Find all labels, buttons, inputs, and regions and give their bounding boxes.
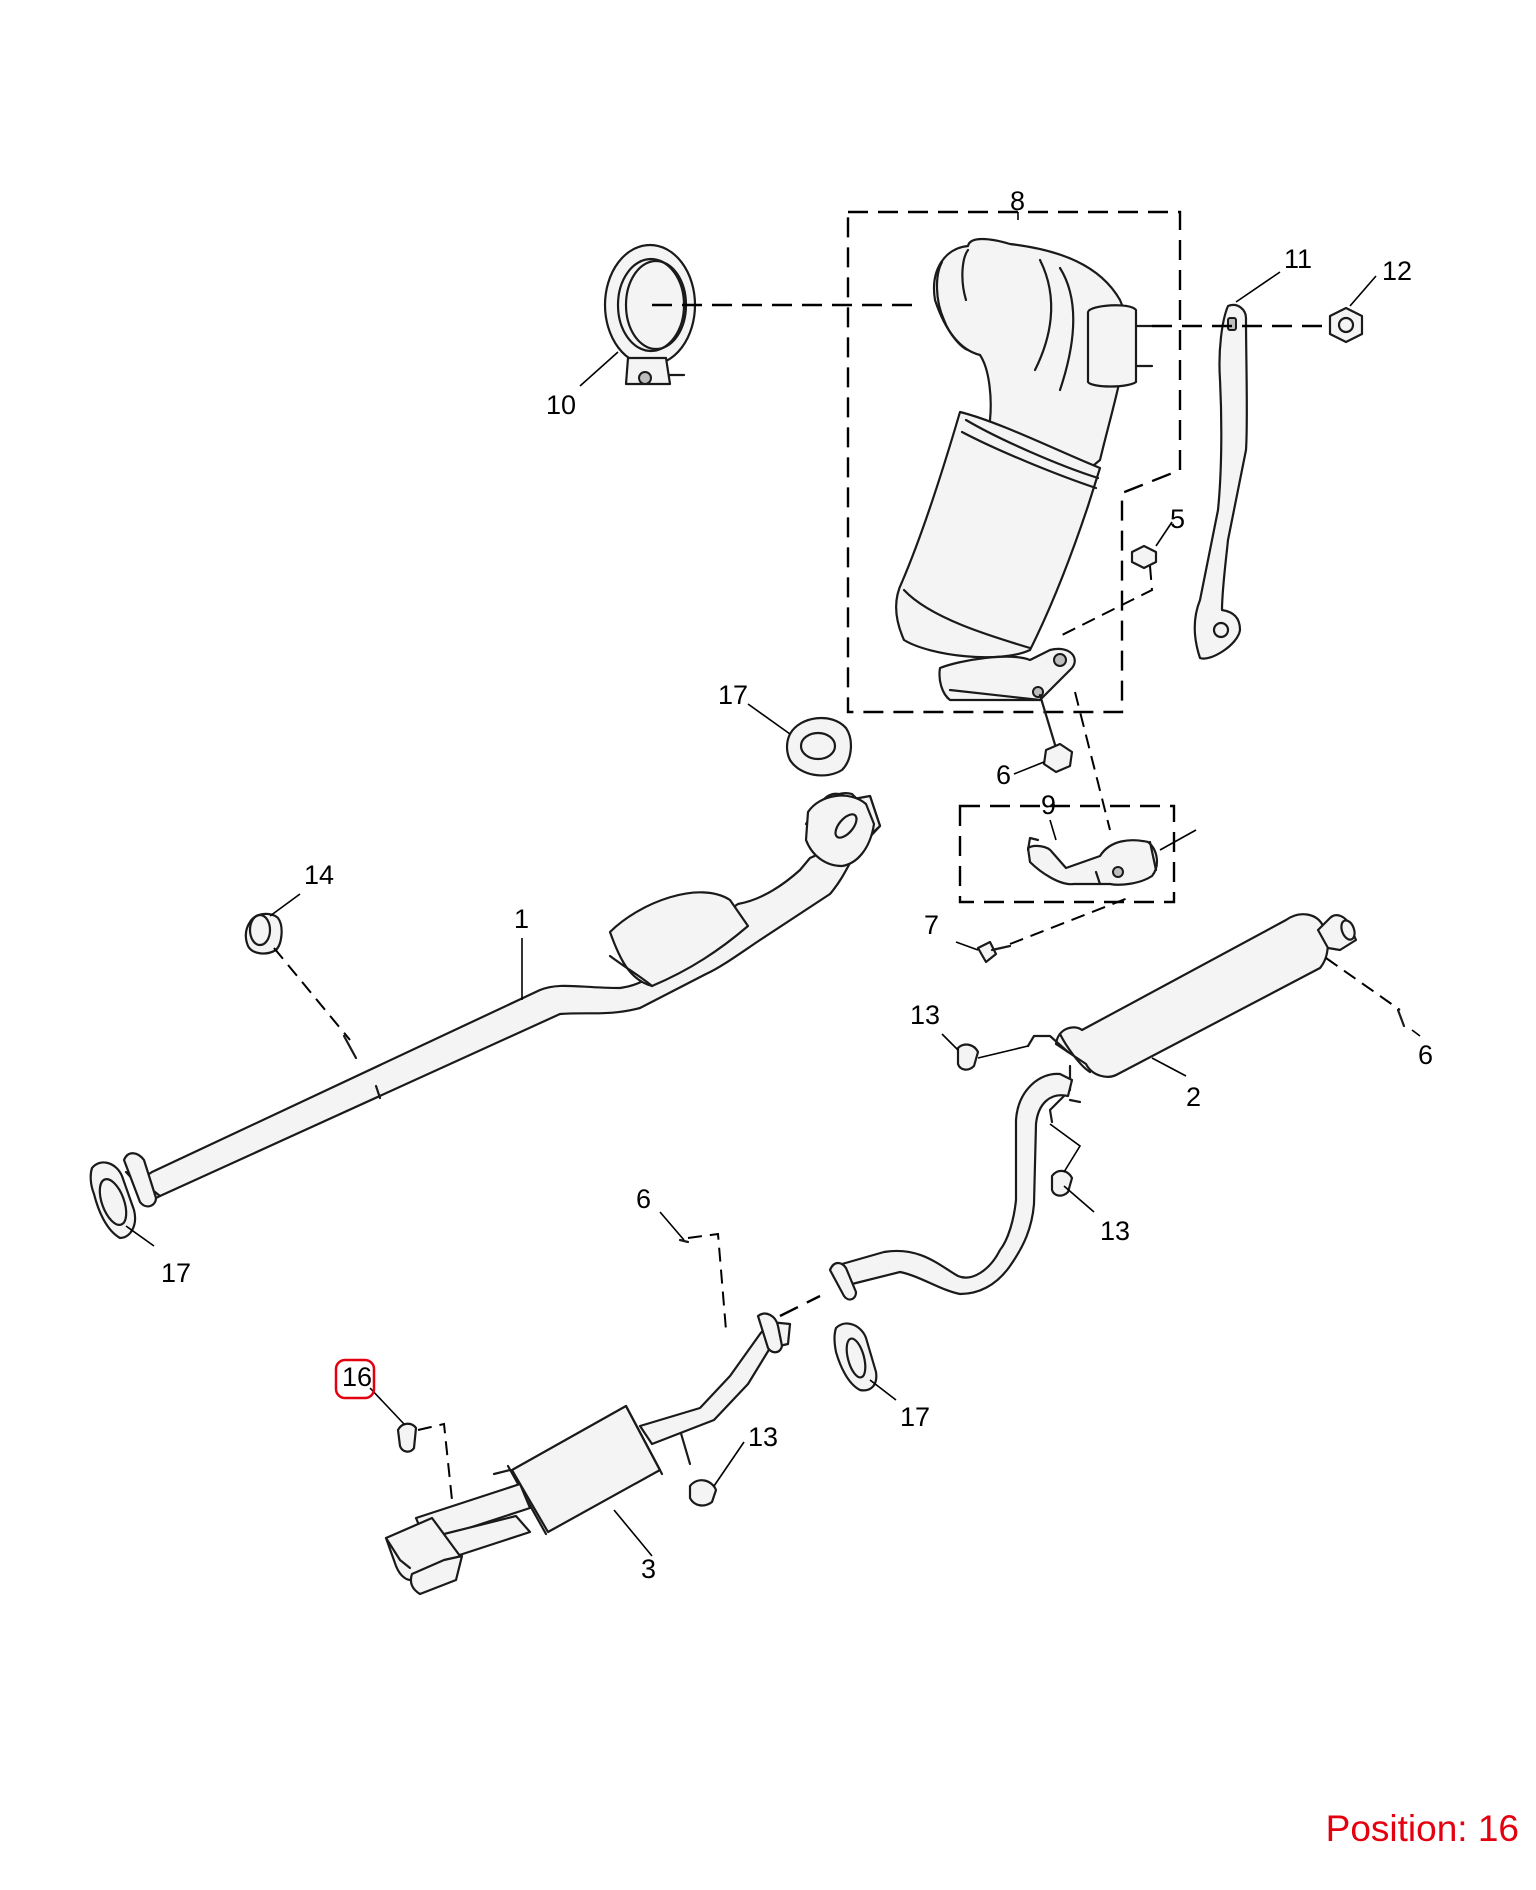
leader-11 [1235,271,1281,303]
dash-6-upper [1074,691,1111,831]
position-label: Position: 16 [1325,1808,1519,1849]
bolt-part-7[interactable] [976,940,1012,964]
hanger-pin-part-16[interactable] [396,1422,418,1453]
gasket-part-17-lower[interactable] [833,1322,878,1392]
callout-9[interactable]: 9 [1041,790,1056,820]
leader-9-tail [1159,829,1197,851]
leader-16 [369,1387,405,1425]
mount-13-right-link [1049,1123,1082,1173]
dash-16 [417,1422,453,1501]
dash-5 [1059,565,1154,637]
callout-11[interactable]: 11 [1284,244,1312,274]
callout-13-upper[interactable]: 13 [910,1000,940,1030]
leader-12 [1349,275,1377,307]
leader-10 [579,351,619,387]
stud-nut-part-6-upper[interactable] [1038,693,1074,774]
callout-3[interactable]: 3 [641,1554,656,1584]
callout-17-upper[interactable]: 17 [718,680,748,710]
rubber-mount-part-14[interactable] [244,912,283,955]
nut-part-12[interactable] [1328,306,1364,344]
callout-7[interactable]: 7 [924,910,939,940]
front-pipe-part-1[interactable] [124,792,882,1202]
mount-13-upper-link [977,1045,1029,1059]
gasket-part-17-left[interactable] [89,1161,137,1240]
stud-6-middle [678,1238,690,1244]
leader-14 [269,893,301,917]
callout-5[interactable]: 5 [1170,504,1185,534]
callout-8[interactable]: 8 [1010,186,1025,216]
callout-17-lower[interactable]: 17 [900,1402,930,1432]
callout-14[interactable]: 14 [304,860,334,890]
leader-6-middle [659,1211,685,1241]
dash-6-middle [687,1232,727,1331]
rubber-mount-part-13-lower[interactable] [688,1479,718,1507]
callout-1[interactable]: 1 [514,904,529,934]
leader-6-right [1411,1029,1421,1037]
gasket-part-17-upper[interactable] [785,716,852,777]
callout-17-left[interactable]: 17 [161,1258,191,1288]
nut-part-5[interactable] [1130,544,1158,570]
rubber-mount-part-13-right[interactable] [1050,1169,1074,1197]
stud-6-right [1396,1008,1406,1028]
front-pipe-hanger-pin [342,1034,358,1060]
leader-3 [613,1509,653,1557]
callout-16[interactable]: 16 [342,1362,372,1392]
leader-9 [1049,819,1057,841]
callout-labels: 1 2 3 5 6 6 6 7 8 9 10 11 12 13 13 13 14… [161,186,1433,1584]
hanger-bracket-part-11[interactable] [1193,303,1248,660]
dash-14 [273,947,351,1041]
leader-6-upper [1013,761,1045,775]
clamp-ring-part-10[interactable] [603,243,697,386]
callout-6-middle[interactable]: 6 [636,1184,651,1214]
center-muffler-part-2[interactable] [1026,913,1358,1124]
callout-2[interactable]: 2 [1186,1082,1201,1112]
dash-7 [1009,897,1129,945]
callout-13-right[interactable]: 13 [1100,1216,1130,1246]
rear-muffler-part-3[interactable] [384,1312,792,1596]
selected-callout-highlight [334,1358,376,1400]
assembly-8-box [846,210,1182,714]
intermediate-pipe[interactable] [828,1072,1074,1301]
assembly-9-box [958,804,1176,904]
callout-13-lower[interactable]: 13 [748,1422,778,1452]
leader-13-upper [941,1033,959,1051]
rubber-mount-part-13-upper[interactable] [956,1043,980,1071]
front-pipe-flange [122,1152,158,1208]
leader-17-upper [747,703,791,735]
leader-5 [1155,521,1173,547]
leader-17-lower [869,1379,897,1401]
leader-13-right [1063,1185,1095,1213]
leader-13-lower [713,1441,745,1487]
callout-6-upper[interactable]: 6 [996,760,1011,790]
callout-12[interactable]: 12 [1382,256,1412,286]
leader-7 [955,941,979,951]
front-pipe-stud [374,1084,382,1100]
leader-17-left [125,1225,155,1247]
callout-6-right[interactable]: 6 [1418,1040,1433,1070]
bracket-part-9[interactable] [1026,836,1158,886]
leader-2 [1151,1057,1187,1077]
mount-13-lower-pin [678,1428,692,1466]
dash-2-to-6 [1325,957,1401,1011]
callout-10[interactable]: 10 [546,390,576,420]
dash-3-to-2 [779,1294,821,1318]
leader-lines [125,212,1421,1557]
catalytic-converter-part-8[interactable] [895,237,1154,702]
